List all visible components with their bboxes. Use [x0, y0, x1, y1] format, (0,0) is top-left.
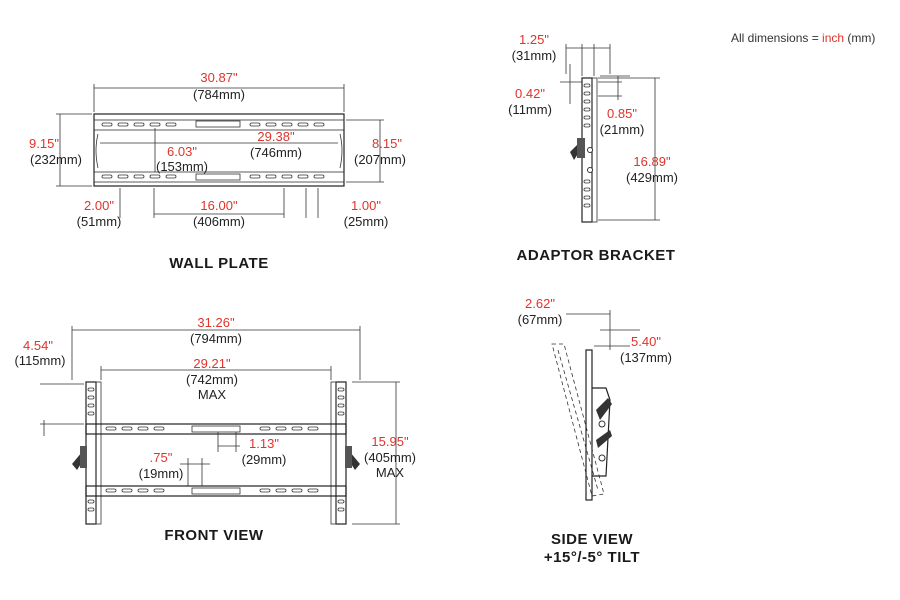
- wp-right-mm: (207mm): [354, 152, 406, 167]
- ab-top-mm: (31mm): [512, 48, 557, 63]
- wp-height-mm: (232mm): [30, 152, 82, 167]
- wp-mid-mm: (153mm): [156, 159, 208, 174]
- wall-plate-dimensions: 30.87" (784mm) 9.15" (232mm) 29.38" (746…: [29, 70, 406, 229]
- wp-right-off-in: 1.00": [351, 198, 381, 213]
- fv-width-in: 31.26": [197, 315, 235, 330]
- title-side-view: SIDE VIEW: [551, 531, 633, 548]
- wp-center-mm: (406mm): [193, 214, 245, 229]
- fv-h-max: MAX: [376, 465, 405, 480]
- fv-b-in: .75": [150, 450, 173, 465]
- adaptor-bracket-dimensions: 1.25" (31mm) 0.42" (11mm) 0.85" (21mm) 1…: [508, 32, 678, 185]
- sv-a-in: 2.62": [525, 296, 555, 311]
- ab-a-in: 0.42": [515, 86, 545, 101]
- sv-b-in: 5.40": [631, 334, 661, 349]
- title-side-view-tilt: +15°/-5° TILT: [544, 549, 640, 566]
- wall-plate-drawing: [56, 84, 384, 218]
- title-wall-plate: WALL PLATE: [169, 255, 268, 272]
- side-view-dimensions: 2.62" (67mm) 5.40" (137mm): [518, 296, 672, 365]
- fv-max-label: MAX: [198, 387, 227, 402]
- ab-b-mm: (21mm): [600, 122, 645, 137]
- dimensions-note: All dimensions = inch (mm): [731, 31, 875, 45]
- wp-right-in: 8.15": [372, 136, 402, 151]
- note-suffix: (mm): [844, 31, 875, 45]
- title-front-view: FRONT VIEW: [164, 527, 264, 544]
- wp-width-in: 30.87": [200, 70, 238, 85]
- wp-right-off-mm: (25mm): [344, 214, 389, 229]
- ab-a-mm: (11mm): [508, 102, 552, 117]
- wp-left-off-mm: (51mm): [77, 214, 122, 229]
- ab-h-in: 16.89": [633, 154, 671, 169]
- fv-width-mm: (794mm): [190, 331, 242, 346]
- side-view-drawing: [551, 310, 640, 501]
- fv-max-in: 29.21": [193, 356, 231, 371]
- wp-mid-in: 6.03": [167, 144, 197, 159]
- wp-left-off-in: 2.00": [84, 198, 114, 213]
- fv-a-in: 1.13": [249, 436, 279, 451]
- adaptor-bracket-drawing: [560, 44, 660, 223]
- wp-inner-in: 29.38": [257, 129, 295, 144]
- note-prefix: All dimensions =: [731, 31, 822, 45]
- title-adaptor-bracket: ADAPTOR BRACKET: [517, 247, 676, 264]
- front-view-dimensions: 31.26" (794mm) 4.54" (115mm) 29.21" (742…: [14, 315, 416, 481]
- wp-inner-mm: (746mm): [250, 145, 302, 160]
- fv-b-mm: (19mm): [139, 466, 184, 481]
- note-unit: inch: [822, 31, 844, 45]
- ab-h-mm: (429mm): [626, 170, 678, 185]
- fv-h-in: 15.95": [371, 434, 409, 449]
- wp-height-in: 9.15": [29, 136, 59, 151]
- sv-b-mm: (137mm): [620, 350, 672, 365]
- fv-a-mm: (29mm): [242, 452, 287, 467]
- front-view-drawing: [40, 326, 400, 525]
- wp-center-in: 16.00": [200, 198, 238, 213]
- fv-h-mm: (405mm): [364, 450, 416, 465]
- sv-a-mm: (67mm): [518, 312, 563, 327]
- ab-b-in: 0.85": [607, 106, 637, 121]
- wp-width-mm: (784mm): [193, 87, 245, 102]
- fv-max-mm: (742mm): [186, 372, 238, 387]
- fv-side-mm: (115mm): [14, 353, 65, 368]
- ab-top-in: 1.25": [519, 32, 549, 47]
- fv-side-in: 4.54": [23, 338, 53, 353]
